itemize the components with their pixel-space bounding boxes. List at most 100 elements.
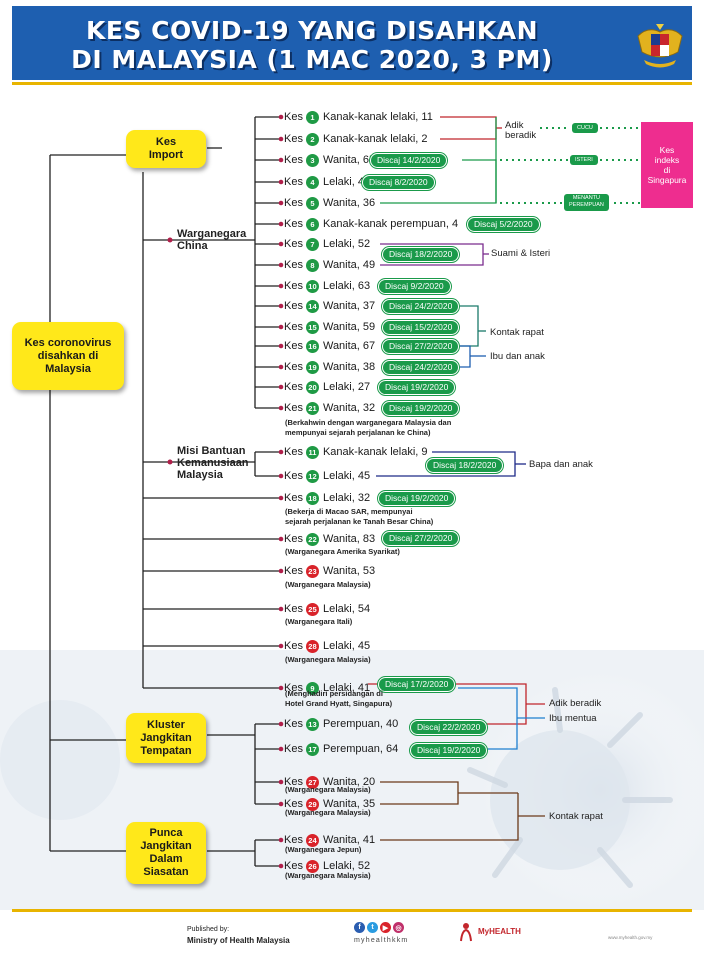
discharge-badge-16: Discaj 27/2/2020 [382, 339, 460, 354]
case-number-badge: 25 [305, 602, 319, 616]
case-number-badge: 26 [305, 859, 319, 873]
crest-icon [637, 24, 683, 68]
case-number-badge: 16 [305, 339, 319, 353]
kes-label: Kes [284, 238, 303, 250]
kes-label: Kes [284, 860, 303, 872]
kes-label: Kes [284, 834, 303, 846]
case-desc: Perempuan, 64 [322, 743, 399, 755]
case-number-badge: 18 [305, 491, 319, 505]
youtube-icon[interactable]: ▶ [380, 922, 391, 933]
discharge-badge-10: Discaj 9/2/2020 [378, 279, 451, 294]
title-line-2: DI MALAYSIA (1 MAC 2020, 3 PM) [71, 45, 553, 74]
case-number-badge: 4 [305, 175, 319, 189]
case-number-badge: 19 [305, 360, 319, 374]
case-number-badge: 23 [305, 564, 319, 578]
case-desc: Lelaki, 63 [322, 280, 371, 292]
group-import-box: Kes Import [126, 130, 206, 168]
kes-label: Kes [284, 682, 303, 694]
case-desc: Lelaki, 54 [322, 603, 371, 615]
kes-label: Kes [284, 776, 303, 788]
note-malaysia-27: (Warganegara Malaysia) [285, 785, 371, 794]
title-line-1: KES COVID-19 YANG DISAHKAN [85, 16, 538, 45]
header-banner: KES COVID-19 YANG DISAHKAN DI MALAYSIA (… [12, 6, 692, 80]
discharge-badge-17: Discaj 19/2/2020 [410, 743, 488, 758]
case-number-badge: 15 [305, 320, 319, 334]
page-title: KES COVID-19 YANG DISAHKAN DI MALAYSIA (… [12, 16, 612, 74]
kes-label: Kes [284, 743, 303, 755]
case-desc: Wanita, 65 [322, 154, 376, 166]
discharge-badge-13: Discaj 22/2/2020 [410, 720, 488, 735]
case-number-badge: 27 [305, 775, 319, 789]
case-number-badge: 6 [305, 217, 319, 231]
footer-url: www.myhealth.gov.my [608, 935, 653, 940]
kes-label: Kes [284, 402, 303, 414]
case-desc: Lelaki, 27 [322, 381, 371, 393]
case-desc: Wanita, 38 [322, 361, 376, 373]
case-number-badge: 3 [305, 153, 319, 167]
case-number-badge: 29 [305, 797, 319, 811]
discharge-badge-15: Discaj 15/2/2020 [382, 320, 460, 335]
kes-label: Kes [284, 470, 303, 482]
group-investigation-box: Punca Jangkitan Dalam Siasatan [126, 822, 206, 884]
case-number-badge: 22 [305, 532, 319, 546]
facebook-icon[interactable]: f [354, 922, 365, 933]
discharge-badge-11-12: Discaj 18/2/2020 [426, 458, 504, 473]
discharge-badge-3: Discaj 14/2/2020 [370, 153, 448, 168]
case-number-badge: 12 [305, 469, 319, 483]
case-desc: Wanita, 35 [322, 798, 376, 810]
root-box: Kes coronovirus disahkan di Malaysia [12, 322, 124, 390]
discharge-badge-6: Discaj 5/2/2020 [467, 217, 540, 232]
note-italy: (Warganegara Itali) [285, 617, 353, 626]
case-desc: Lelaki, 52 [322, 238, 371, 250]
instagram-icon[interactable]: ◎ [393, 922, 404, 933]
note-china-marriage: (Berkahwin dengan warganegara Malaysia d… [285, 418, 452, 437]
case-desc: Lelaki, 32 [322, 492, 371, 504]
case-number-badge: 10 [305, 279, 319, 293]
note-malaysia-29: (Warganegara Malaysia) [285, 808, 371, 817]
case-desc: Lelaki, 45 [322, 640, 371, 652]
kes-label: Kes [284, 133, 303, 145]
case-number-badge: 21 [305, 401, 319, 415]
case-number-badge: 14 [305, 299, 319, 313]
relation-ibu-dan-anak: Ibu dan anak [490, 351, 545, 362]
case-number-badge: 2 [305, 132, 319, 146]
case-desc: Lelaki, 52 [322, 860, 371, 872]
kes-label: Kes [284, 640, 303, 652]
kes-label: Kes [284, 300, 303, 312]
case-number-badge: 9 [305, 681, 319, 695]
kes-label: Kes [284, 259, 303, 271]
kes-label: Kes [284, 111, 303, 123]
case-number-badge: 20 [305, 380, 319, 394]
kes-label: Kes [284, 218, 303, 230]
case-number-badge: 8 [305, 258, 319, 272]
relation-bapa-dan-anak: Bapa dan anak [529, 459, 593, 470]
kes-label: Kes [284, 154, 303, 166]
note-malaysia-26: (Warganegara Malaysia) [285, 871, 371, 880]
footer-myhealth-logo-text: MyHEALTH [478, 927, 521, 936]
case-number-badge: 7 [305, 237, 319, 251]
kes-label: Kes [284, 280, 303, 292]
note-hyatt: (Menghadiri persidangan di Hotel Grand H… [285, 689, 393, 708]
case-number-badge: 5 [305, 196, 319, 210]
kes-label: Kes [284, 321, 303, 333]
footer-ministry: Ministry of Health Malaysia [187, 936, 290, 945]
case-desc: Lelaki, 40 [322, 176, 371, 188]
case-desc: Wanita, 83 [322, 533, 376, 545]
relation-kontak-rapat-2: Kontak rapat [549, 811, 603, 822]
twitter-icon[interactable]: t [367, 922, 378, 933]
discharge-badge-4: Discaj 8/2/2020 [362, 175, 435, 190]
discharge-badge-9: Discaj 17/2/2020 [378, 677, 456, 692]
